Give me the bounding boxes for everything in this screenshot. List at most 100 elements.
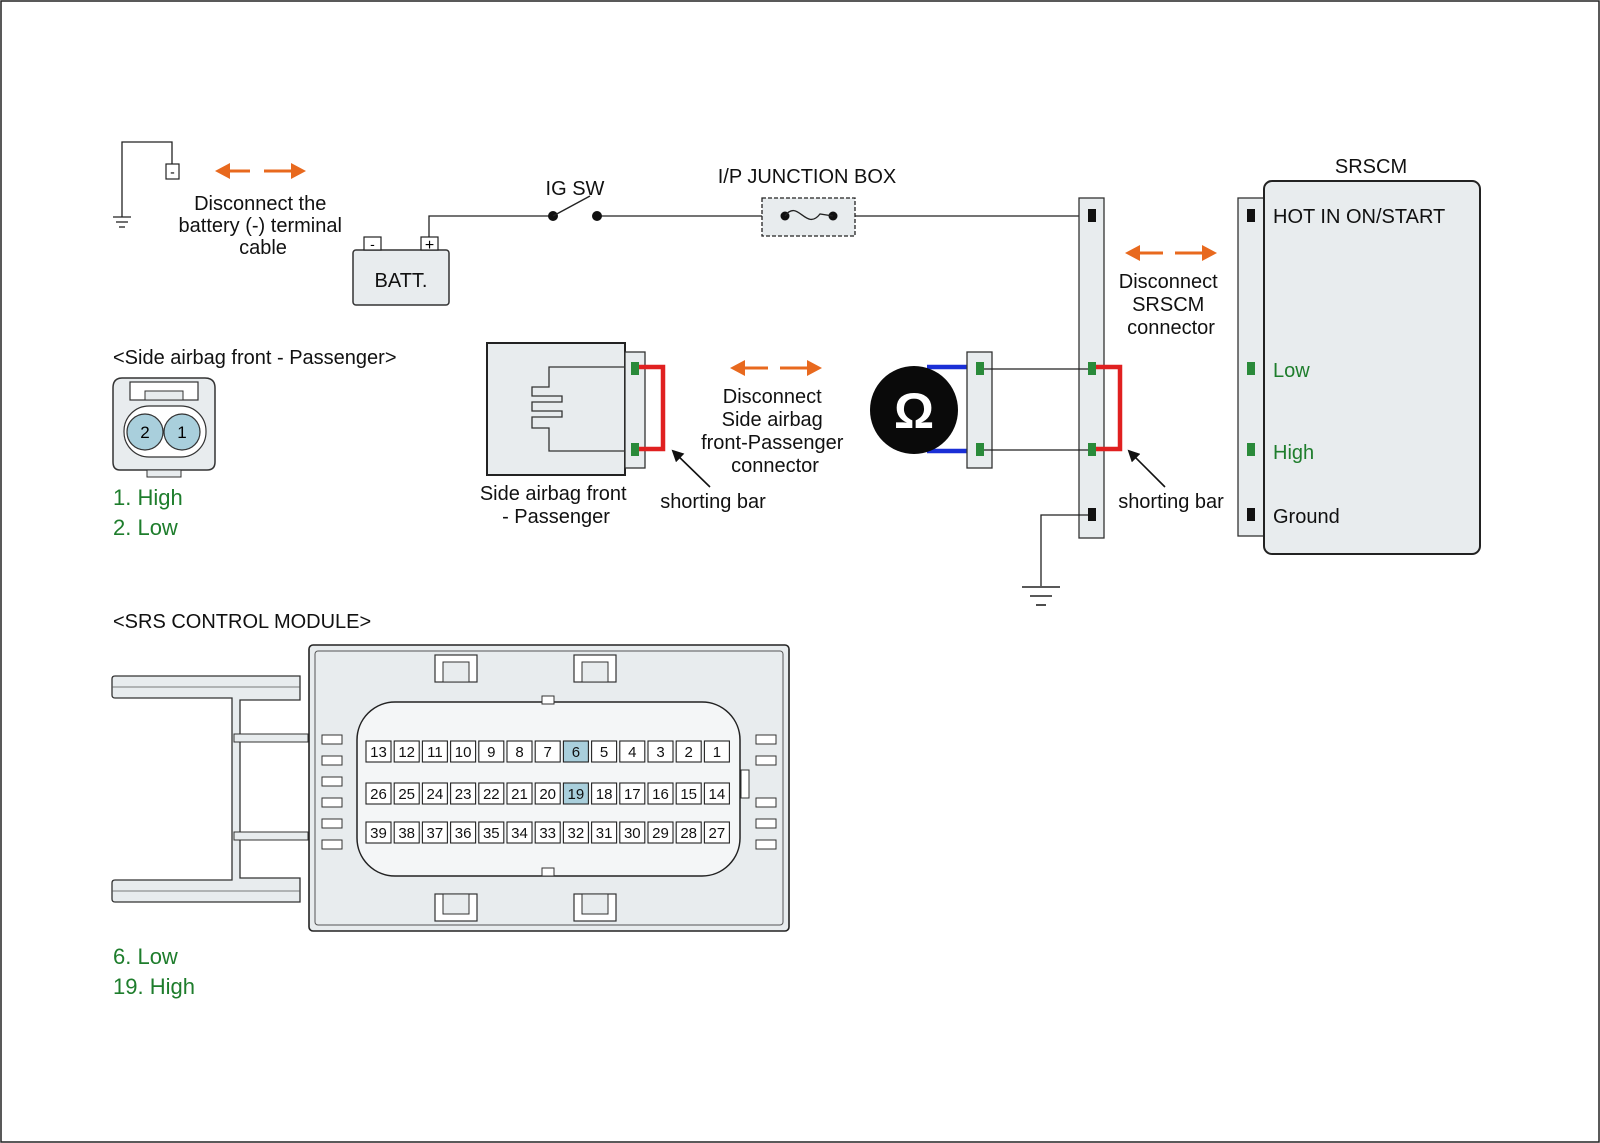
srs-pin-number: 2 bbox=[685, 744, 693, 761]
srs-pin-number: 1 bbox=[713, 744, 721, 761]
srs-pin-cavity bbox=[450, 740, 477, 763]
ip-junction-box: I/P JUNCTION BOX bbox=[718, 166, 897, 237]
srs-pin-number: 17 bbox=[624, 786, 641, 803]
srs-pin-cavity bbox=[393, 740, 420, 763]
side-airbag-heading: <Side airbag front - Passenger> bbox=[113, 347, 397, 369]
ignition-switch: IG SW bbox=[546, 178, 605, 221]
srs-module-heading: <SRS CONTROL MODULE> bbox=[113, 611, 371, 633]
srs-pin-number: 10 bbox=[455, 744, 472, 761]
disconnect-battery-label: Disconnect the battery (-) terminal cabl… bbox=[179, 193, 348, 259]
srs-pin-number: 36 bbox=[455, 825, 472, 842]
srs-pin-number: 34 bbox=[511, 825, 528, 842]
side-airbag-label-line-2: - Passenger bbox=[502, 506, 610, 528]
disconnect-airbag-line-2: Side airbag bbox=[722, 409, 823, 431]
srs-pin-number: 14 bbox=[709, 786, 726, 803]
srs-pin-number: 11 bbox=[427, 744, 443, 761]
srscm-shorting-bar-label: shorting bar bbox=[1118, 491, 1224, 513]
srs-pin-cavity bbox=[591, 740, 618, 763]
srs-pin-cavity bbox=[478, 740, 505, 763]
disconnect-battery-line-1: Disconnect the bbox=[194, 193, 326, 215]
srs-pin-number: 6 bbox=[572, 744, 580, 761]
srs-pin-cavity bbox=[534, 740, 561, 763]
battery-plus-terminal: + bbox=[425, 237, 434, 254]
srs-pin-number: 27 bbox=[709, 825, 726, 842]
supply-wire bbox=[428, 215, 553, 237]
side-airbag-connector-face: 2 1 bbox=[112, 377, 216, 478]
srs-pin-cavity bbox=[421, 821, 448, 844]
ground-terminal-minus: - bbox=[170, 164, 175, 180]
srs-pin-number: 4 bbox=[628, 744, 636, 761]
srs-pin-cavity bbox=[675, 740, 702, 763]
srs-pin-number: 18 bbox=[596, 786, 613, 803]
srs-pin-cavity bbox=[506, 782, 533, 805]
disconnect-srscm-arrow-icon bbox=[1125, 245, 1217, 261]
srs-pin-cavity bbox=[393, 782, 420, 805]
disconnect-srscm-line-1: Disconnect bbox=[1119, 271, 1218, 293]
junction-box-label: I/P JUNCTION BOX bbox=[718, 166, 897, 188]
srs-pin-number: 39 bbox=[370, 825, 387, 842]
srs-pin-cavity bbox=[647, 821, 674, 844]
harness-terminal-ground bbox=[1088, 508, 1096, 521]
srs-pin-number: 9 bbox=[487, 744, 495, 761]
srs-pin-cavity bbox=[562, 821, 589, 844]
disconnect-airbag-line-3: front-Passenger bbox=[701, 432, 844, 454]
ohmmeter-symbol: Ω bbox=[894, 383, 934, 439]
airbag-shorting-bar bbox=[639, 364, 666, 452]
srs-pin-number: 29 bbox=[652, 825, 669, 842]
srs-pin-cavity bbox=[591, 821, 618, 844]
harness-terminal-hot bbox=[1088, 209, 1096, 222]
srs-pin-cavity bbox=[619, 782, 646, 805]
disconnect-airbag-line-1: Disconnect bbox=[723, 386, 822, 408]
srs-pin-number: 7 bbox=[544, 744, 552, 761]
battery-ground-terminal: - bbox=[113, 141, 180, 228]
disconnect-srscm-line-2: SRSCM bbox=[1132, 294, 1204, 316]
srs-pin-cavity bbox=[365, 740, 392, 763]
srscm-high-label: High bbox=[1273, 442, 1314, 464]
disconnect-airbag-line-4: connector bbox=[731, 455, 819, 477]
disconnect-airbag-arrow-icon bbox=[730, 360, 822, 376]
srscm-ground-label: Ground bbox=[1273, 506, 1340, 528]
srs-pin-number: 38 bbox=[398, 825, 415, 842]
srs-pin-number: 26 bbox=[370, 786, 387, 803]
airbag-shorting-bar-pointer bbox=[671, 449, 711, 488]
ig-sw-label: IG SW bbox=[546, 178, 605, 200]
disconnect-srscm-label: Disconnect SRSCM connector bbox=[1119, 271, 1224, 339]
srs-pin-number: 25 bbox=[398, 786, 415, 803]
srs-pin-cavity bbox=[365, 821, 392, 844]
srs-pin-cavity bbox=[562, 782, 589, 805]
srs-pin-cavity bbox=[421, 782, 448, 805]
srs-pin-cavity bbox=[647, 740, 674, 763]
srs-pin-number: 30 bbox=[624, 825, 641, 842]
srs-pin-number: 16 bbox=[652, 786, 669, 803]
srs-pin-cavity bbox=[591, 782, 618, 805]
srs-pin-number: 21 bbox=[511, 786, 528, 803]
srs-pin-cavity bbox=[647, 782, 674, 805]
side-airbag-label-line-1: Side airbag front bbox=[480, 483, 627, 505]
srs-pin-number: 24 bbox=[427, 786, 444, 803]
disconnect-airbag-label: Disconnect Side airbag front-Passenger c… bbox=[701, 386, 849, 477]
srs-pin-cavity bbox=[703, 740, 730, 763]
srs-pin-cavity bbox=[619, 821, 646, 844]
srs-pin-cavity bbox=[478, 821, 505, 844]
srscm-low-label: Low bbox=[1273, 360, 1310, 382]
srs-pin-number: 13 bbox=[370, 744, 387, 761]
srs-pin-cavity bbox=[562, 740, 589, 763]
srs-pin-cavity bbox=[421, 740, 448, 763]
ohmmeter-icon bbox=[870, 366, 958, 454]
side-airbag-component-label: Side airbag front - Passenger bbox=[480, 483, 632, 528]
srs-pin-cavity bbox=[365, 782, 392, 805]
srs-pin-number: 19 bbox=[568, 786, 585, 803]
srs-pin-cavity bbox=[703, 821, 730, 844]
srs-pin-cavity bbox=[534, 782, 561, 805]
srscm-shorting-bar bbox=[1096, 364, 1123, 452]
srs-pin-number: 35 bbox=[483, 825, 500, 842]
srs-pin-number: 22 bbox=[483, 786, 500, 803]
srs-pin-number: 33 bbox=[539, 825, 556, 842]
srs-pin-number: 28 bbox=[680, 825, 697, 842]
srs-pin-cavity bbox=[393, 821, 420, 844]
chassis-ground-icon bbox=[1022, 586, 1060, 606]
side-airbag-pin-1: 1 bbox=[177, 423, 186, 442]
